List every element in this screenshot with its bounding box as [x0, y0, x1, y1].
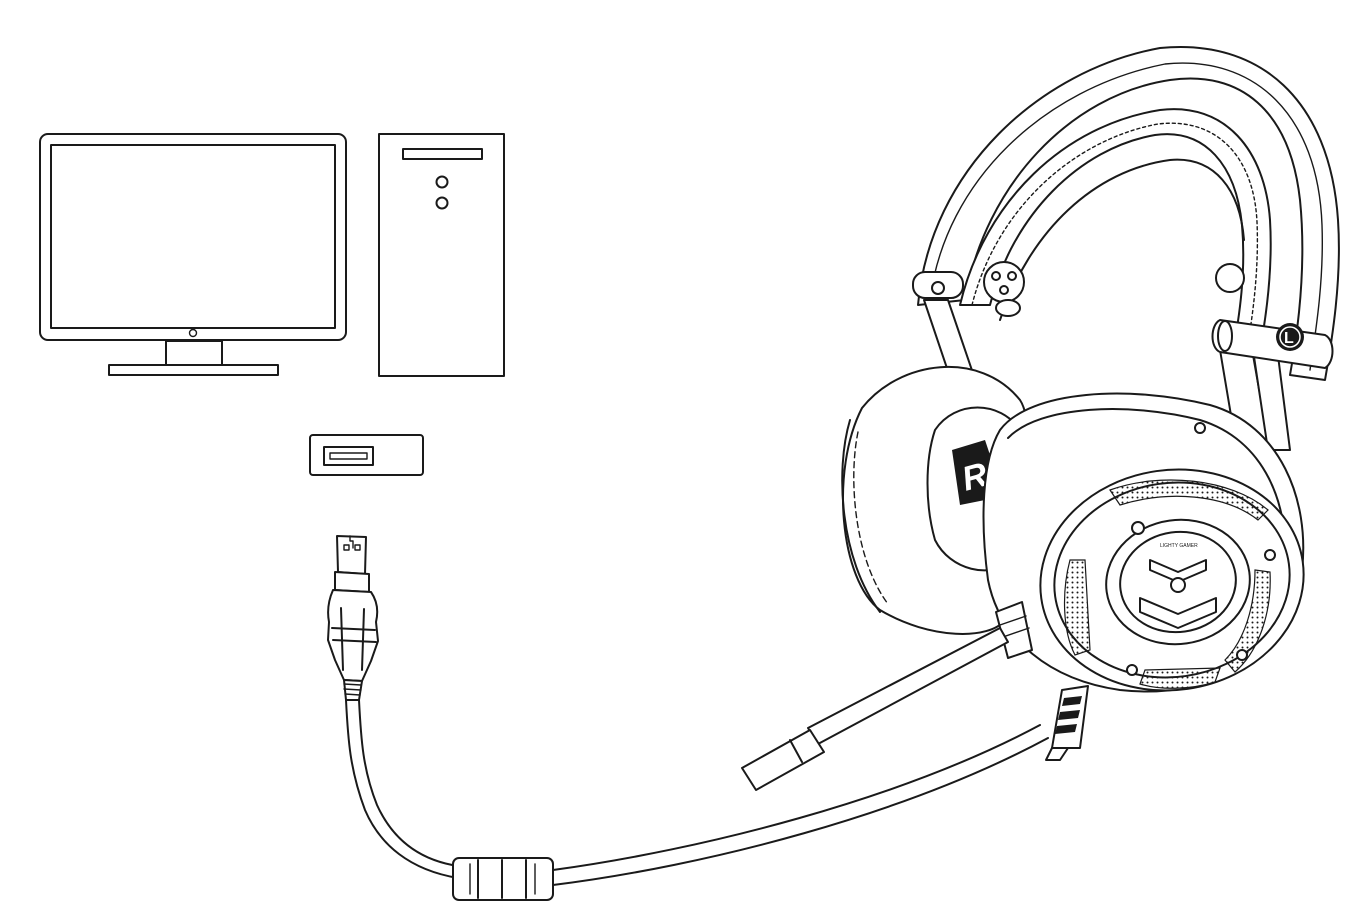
- svg-text:L: L: [1284, 330, 1294, 347]
- usb-port-icon: [310, 435, 423, 475]
- left-side-marker: L: [1276, 323, 1304, 351]
- cable-strain-relief: [1046, 686, 1088, 760]
- usb-cable: [346, 700, 1048, 900]
- monitor-icon: [40, 134, 346, 375]
- usb-plug-icon: [328, 536, 378, 700]
- headset-illustration: R LIGHTY GAMER: [742, 47, 1339, 790]
- svg-text:LIGHTY GAMER: LIGHTY GAMER: [1160, 543, 1198, 549]
- ferrite-core: [453, 858, 553, 900]
- left-earcup: LIGHTY GAMER: [984, 394, 1318, 708]
- pc-tower-icon: [379, 134, 504, 376]
